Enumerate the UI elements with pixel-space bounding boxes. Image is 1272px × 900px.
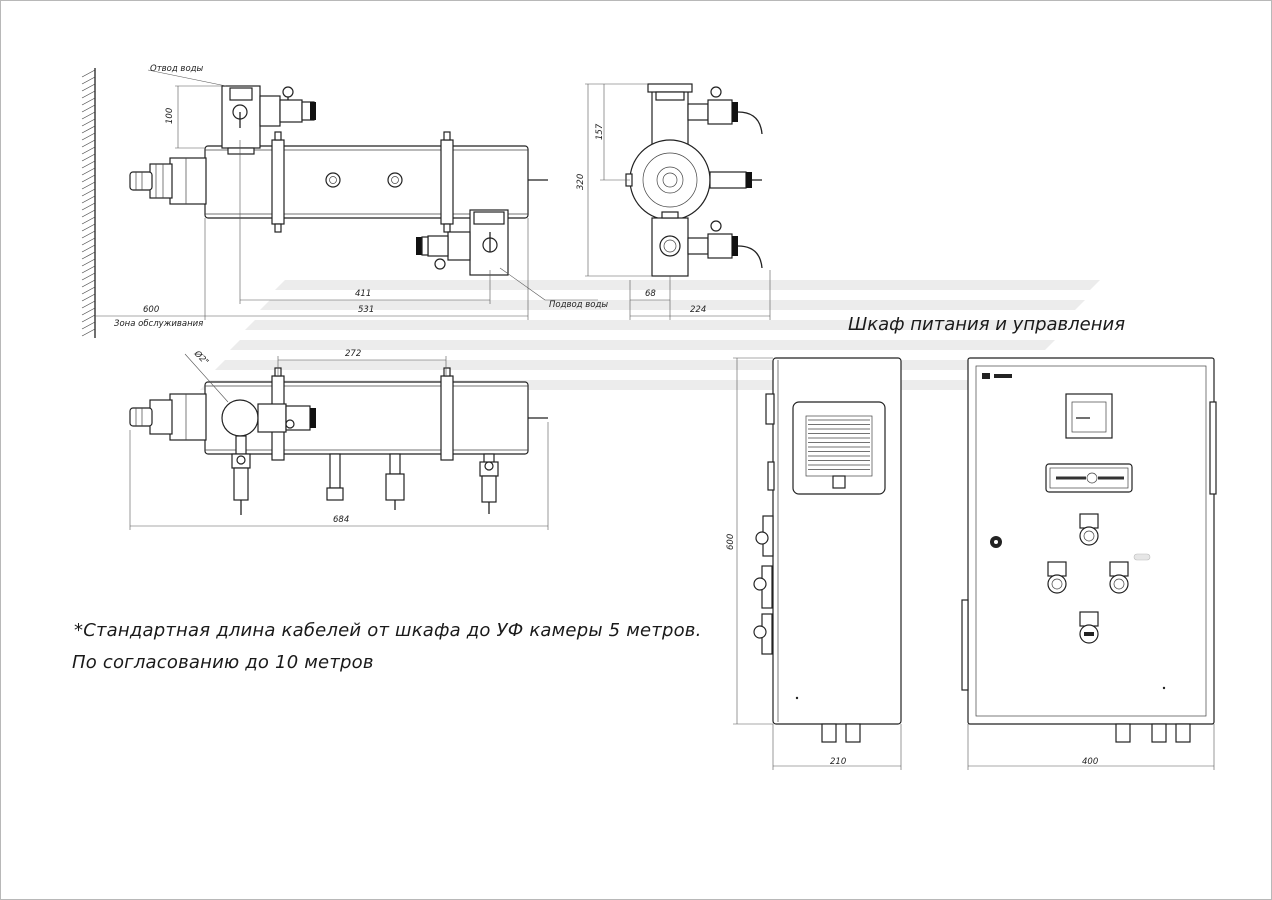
uv-unit-top-view bbox=[129, 367, 548, 515]
dim-157: 157 bbox=[595, 123, 605, 140]
cabinet-dim-width: 400 bbox=[1082, 757, 1098, 767]
note-line-1: *Стандартная длина кабелей от шкафа до У… bbox=[74, 620, 702, 641]
dimensions-cabinet-front bbox=[967, 724, 1215, 770]
dimensions-top-view bbox=[129, 353, 549, 530]
dimensions-side-view bbox=[95, 69, 598, 320]
label-inlet: Подвод воды bbox=[549, 300, 608, 310]
uv-unit-side-view bbox=[129, 85, 548, 276]
dimensions-end-view bbox=[585, 83, 771, 320]
cabinet-title: Шкаф питания и управления bbox=[848, 314, 1126, 335]
dim-68: 68 bbox=[645, 289, 656, 299]
dimensions-cabinet-side bbox=[733, 357, 902, 770]
cabinet-side-view bbox=[753, 357, 902, 743]
note-line-2: По согласованию до 10 метров bbox=[72, 652, 374, 673]
dim-684: 684 bbox=[333, 515, 349, 525]
cabinet-dim-height: 600 bbox=[726, 534, 736, 550]
uv-unit-end-view bbox=[625, 83, 763, 277]
dim-100: 100 bbox=[165, 108, 175, 124]
dim-320: 320 bbox=[576, 174, 586, 190]
cabinet-dim-depth: 210 bbox=[830, 757, 846, 767]
dim-272: 272 bbox=[345, 349, 361, 359]
dim-411: 411 bbox=[355, 289, 371, 299]
dim-531: 531 bbox=[358, 305, 374, 315]
wall-hatch bbox=[81, 68, 96, 338]
dim-600: 600 bbox=[143, 305, 159, 315]
label-outlet: Отвод воды bbox=[150, 64, 204, 74]
pilot-lights bbox=[1047, 513, 1129, 644]
label-service-zone: Зона обслуживания bbox=[114, 319, 203, 329]
cabinet-front-view bbox=[961, 357, 1217, 743]
dim-224: 224 bbox=[690, 305, 706, 315]
